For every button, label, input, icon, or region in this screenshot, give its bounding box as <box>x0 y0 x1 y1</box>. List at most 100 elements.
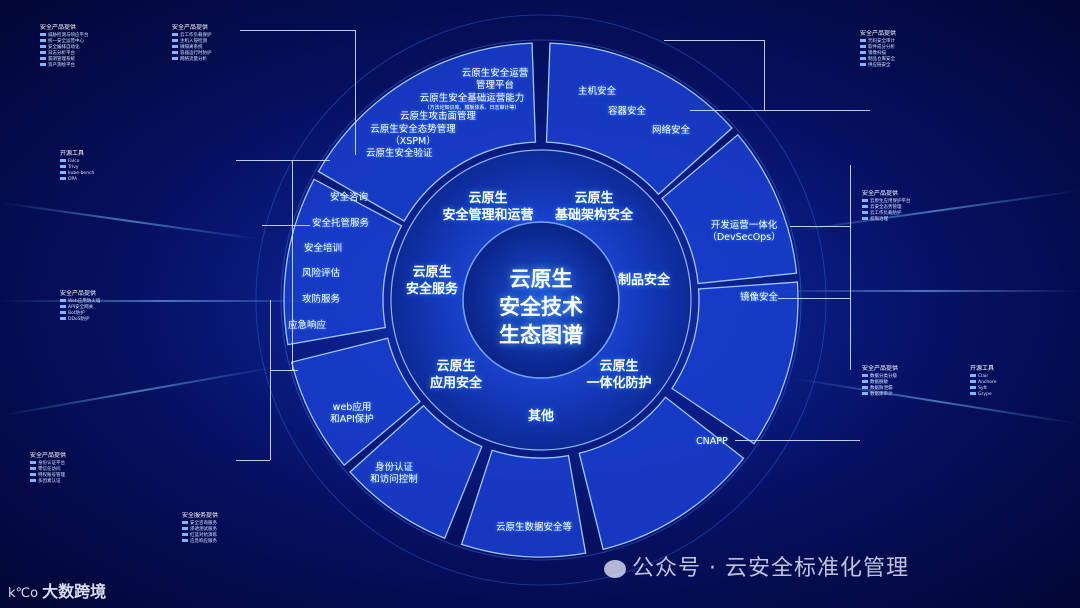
inner-label-line: 制品安全 <box>618 272 670 289</box>
segment-cnapp: CNAPP <box>696 436 728 448</box>
segment-data-security: 云原生数据安全等 <box>496 522 572 534</box>
inner-label-product: 制品安全 <box>618 272 670 289</box>
wechat-watermark: 公众号 · 云安全标准化管理 <box>604 550 909 582</box>
inner-label-line: 其他 <box>528 408 554 425</box>
vendor-row: 网络流量分析 <box>172 57 272 63</box>
vendor-panel: 安全产品提供 云原生应用保护平台 云安全态势管理 云工作负载防护 权限治理 <box>862 190 1062 350</box>
vendor-row: 数据库审计 <box>862 392 962 398</box>
inner-label-line: 云原生 <box>442 190 533 207</box>
inner-label-integrated: 云原生 一体化防护 <box>586 358 651 392</box>
segment-item: 安全托管服务 <box>312 218 369 230</box>
inner-label-mgmt: 云原生 安全管理和运营 <box>442 190 533 224</box>
connector-line <box>735 440 860 442</box>
vendor-row: 多因素认证 <box>30 479 240 485</box>
connector-line <box>236 460 270 462</box>
connector-line <box>292 160 294 370</box>
connector-line <box>236 160 330 162</box>
vendor-panel-title: 安全产品提供 <box>862 190 1062 198</box>
segment-devsecops: 开发运营一体化 （DevSecOps） <box>707 220 780 244</box>
inner-label-other: 其他 <box>528 408 554 425</box>
segment-container-security: 容器安全 <box>608 106 646 118</box>
segment-item: 云原生安全基础运营能力 <box>420 93 525 105</box>
segment-item: 开发运营一体化 <box>707 220 780 232</box>
segment-item: 身份认证 <box>370 462 418 474</box>
core-title-line: 生态图谱 <box>499 321 583 349</box>
inner-label-line: 云原生 <box>586 358 651 375</box>
inner-label-line: 应用安全 <box>430 375 482 392</box>
connector-line <box>355 30 357 155</box>
vendor-row: OPA <box>60 177 230 183</box>
vendor-panel: 安全产品提供 Web应用防火墙 API安全网关 Bot防护 DDoS防护 <box>60 290 240 400</box>
segment-item: 云原生攻击面管理 <box>400 111 476 123</box>
segment-network-security: 网络安全 <box>652 125 690 137</box>
segment-item: CNAPP <box>696 436 728 448</box>
vendor-panel-title: 安全产品提供 <box>172 24 272 32</box>
segment-item: 云原生安全态势管理 <box>370 124 456 136</box>
segment-item: 和API保护 <box>330 414 374 426</box>
vendor-panel-title: 安全产品提供 <box>40 24 160 32</box>
segment-item: 风险评估 <box>302 268 340 280</box>
segment-item: 云原生安全验证 <box>366 148 433 160</box>
connector-line <box>778 298 850 300</box>
vendor-row: 供应链安全 <box>860 63 1070 69</box>
brand-logo: k℃o大数跨境 <box>8 578 106 602</box>
segment-service-training: 安全培训 <box>304 243 342 255</box>
vendor-panel-title: 安全产品提供 <box>862 365 962 373</box>
connector-line <box>764 40 766 110</box>
vendor-row: 权限治理 <box>862 217 1062 223</box>
segment-image-security: 镜像安全 <box>740 292 778 304</box>
segment-ops-xspm: 云原生安全态势管理 （XSPM） <box>370 124 456 148</box>
vendor-panel: 安全服务提供 安全咨询服务 渗透测试服务 红蓝对抗演练 应急响应服务 <box>182 512 272 582</box>
segment-service-managed: 安全托管服务 <box>312 218 369 230</box>
segment-item: 安全培训 <box>304 243 342 255</box>
segment-ops-basic: 云原生安全基础运营能力 （方法论知识库、模板体系、日志审计等） <box>420 93 525 111</box>
segment-item: （DevSecOps） <box>707 232 780 244</box>
inner-label-line: 云原生 <box>430 358 482 375</box>
connector-line <box>664 40 764 42</box>
segment-ops-platform: 云原生安全运营 管理平台 <box>462 68 529 92</box>
inner-label-line: 安全管理和运营 <box>442 207 533 224</box>
inner-label-infra: 云原生 基础架构安全 <box>555 190 633 224</box>
inner-label-line: 基础架构安全 <box>555 207 633 224</box>
inner-label-line: 云原生 <box>555 190 633 207</box>
inner-label-line: 安全服务 <box>406 281 458 298</box>
wechat-icon <box>604 560 626 578</box>
segment-item: 容器安全 <box>608 106 646 118</box>
connector-line <box>850 165 852 370</box>
brand-logo-mark: k℃o <box>8 586 38 601</box>
segment-item: 和访问控制 <box>370 474 418 486</box>
segment-item: 攻防服务 <box>302 294 340 306</box>
vendor-panel-title: 开源工具 <box>60 150 230 158</box>
connector-line <box>690 110 870 112</box>
vendor-panel-title: 安全产品提供 <box>30 452 240 460</box>
segment-ops-attack-surface: 云原生攻击面管理 <box>400 111 476 123</box>
vendor-panel: 开源工具 Falco Trivy kube-bench OPA <box>60 150 230 240</box>
connector-line <box>270 370 298 372</box>
connector-line <box>790 226 850 228</box>
core-title: 云原生 安全技术 生态图谱 <box>499 265 583 349</box>
core-title-line: 安全技术 <box>499 293 583 321</box>
segment-service-risk: 风险评估 <box>302 268 340 280</box>
segment-item: 云原生安全运营 <box>462 68 529 80</box>
vendor-panel-title: 开源工具 <box>970 365 1070 373</box>
segment-item: 网络安全 <box>652 125 690 137</box>
connector-line <box>270 300 272 460</box>
vendor-row: 应急响应服务 <box>182 539 272 545</box>
segment-data <box>462 450 586 557</box>
vendor-panel-title: 安全服务提供 <box>182 512 272 520</box>
vendor-panel-title: 安全产品提供 <box>60 290 240 298</box>
vendor-row: Grype <box>970 392 1070 398</box>
core-title-line: 云原生 <box>499 265 583 293</box>
segment-item: 镜像安全 <box>740 292 778 304</box>
vendor-row: 资产测绘平台 <box>40 63 160 69</box>
segment-item: 管理平台 <box>462 80 529 92</box>
inner-label-line: 一体化防护 <box>586 375 651 392</box>
vendor-panel: 安全产品提供 数据分类分级 数据脱敏 数据防泄漏 数据库审计 <box>862 365 962 535</box>
segment-item: web应用 <box>330 402 374 414</box>
segment-web-api: web应用 和API保护 <box>330 402 374 426</box>
inner-label-line: 云原生 <box>406 264 458 281</box>
segment-item: （XSPM） <box>370 136 456 148</box>
segment-ops-validation: 云原生安全验证 <box>366 148 433 160</box>
segment-service-attack: 攻防服务 <box>302 294 340 306</box>
connector-line <box>262 225 310 227</box>
